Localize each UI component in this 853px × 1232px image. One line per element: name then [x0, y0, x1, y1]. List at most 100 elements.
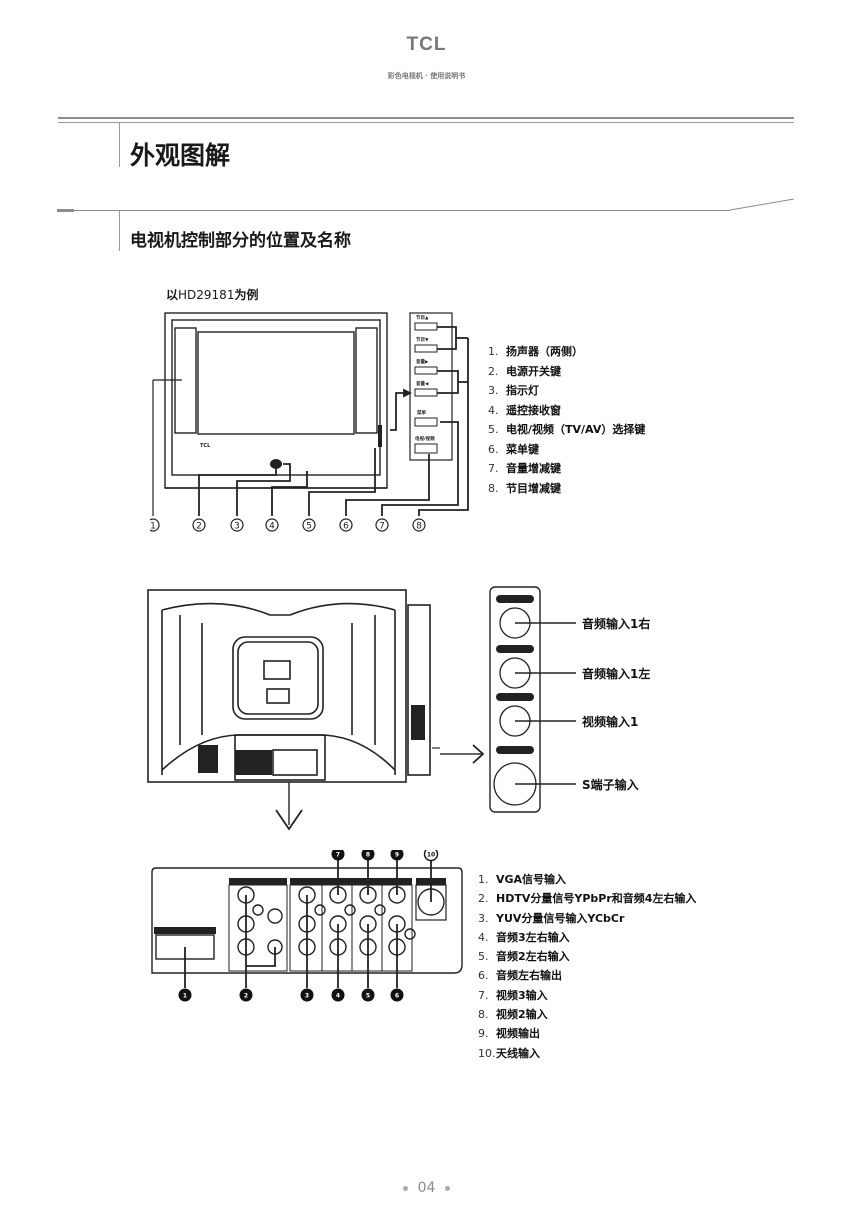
list-item: 4.音频3左右输入: [478, 930, 570, 944]
list-item: 10.天线输入: [478, 1046, 540, 1060]
svg-text:2: 2: [196, 522, 202, 532]
list-item: 5.音频2左右输入: [478, 950, 570, 964]
panel-btn-label: 音量▶: [416, 358, 429, 365]
rear-terminal-block: [272, 749, 318, 776]
list-item: 2.HDTV分量信号YPbPr和音频4左右输入: [478, 892, 697, 906]
front-parts-list: 1.扬声器（两侧） 2.电源开关键 3.指示灯 4.遥控接收窗 5.电视/视频（…: [488, 342, 645, 498]
panel-btn-label: 菜单: [416, 409, 426, 416]
front-tv-diagram: TCL 节目▲ 节目▼ 音量▶ 音量◀ 菜单 电视/视频: [150, 312, 469, 532]
side-av-panel: [489, 586, 548, 813]
callout-7: 7: [375, 518, 389, 532]
rear-callout-8: 8: [361, 850, 375, 861]
right-speaker: [355, 327, 378, 434]
page-dot-right: [445, 1185, 451, 1191]
svg-text:10: 10: [427, 852, 435, 859]
list-item: 1.VGA信号输入: [478, 873, 567, 886]
list-item: 7.视频3输入: [478, 988, 548, 1002]
callout-1: 1: [150, 518, 160, 532]
panel-btn-label: 节目▼: [416, 336, 429, 343]
list-item: 9.视频输出: [478, 1027, 540, 1041]
svg-text:6: 6: [343, 522, 349, 532]
svg-text:8: 8: [366, 852, 370, 859]
list-item: 3.YUV分量信号输入YCbCr: [478, 911, 625, 925]
example-prefix: 以: [166, 288, 179, 302]
section-rule-accent: [57, 209, 74, 212]
page-number: 04: [0, 1180, 853, 1196]
panel-btn-label: 电视/视频: [415, 435, 435, 442]
svg-text:5: 5: [366, 993, 370, 1000]
title-accent-bar: [119, 123, 120, 167]
rear-callout-10: 10: [423, 850, 439, 862]
side-label-audio-in-1-left: 音频输入1左: [582, 667, 651, 681]
svg-text:3: 3: [234, 522, 240, 532]
svg-text:8: 8: [416, 522, 422, 532]
manual-subtitle: 彩色电视机 · 使用说明书: [387, 72, 466, 80]
side-label-audio-in-1-right: 音频输入1右: [582, 617, 651, 631]
rear-callout-1: 1: [178, 988, 192, 1002]
example-suffix: 为例: [234, 288, 259, 302]
rear-callout-9: 9: [390, 850, 404, 861]
section-subtitle: 电视机控制部分的位置及名称: [130, 231, 351, 251]
rca-jacks: [237, 886, 416, 956]
page-dot-left: [402, 1185, 408, 1191]
rear-callout-3: 3: [300, 988, 314, 1002]
rear-terminal-diagram: 1 2 3 4 5 6 7 8 9 10: [151, 850, 463, 1002]
callout-3: 3: [230, 518, 244, 532]
header-rule-thin: [58, 122, 794, 123]
page-number-text: 04: [417, 1180, 436, 1196]
callout-5: 5: [302, 518, 316, 532]
rear-cabinet: [147, 589, 407, 783]
side-label-video-in-1: 视频输入1: [582, 715, 639, 729]
list-item: 2.电源开关键: [488, 364, 561, 378]
callout-6: 6: [339, 518, 353, 532]
svg-text:9: 9: [395, 852, 399, 859]
example-model: HD29181: [178, 288, 235, 302]
list-item: 8.节目增减键: [488, 481, 561, 495]
svg-text:2: 2: [244, 993, 248, 1000]
svg-text:6: 6: [395, 993, 399, 1000]
list-item: 6.菜单键: [488, 442, 539, 456]
panel-btn-label: 节目▲: [416, 314, 429, 321]
svg-text:7: 7: [336, 852, 340, 859]
svg-text:5: 5: [306, 522, 312, 532]
callout-2: 2: [192, 518, 206, 532]
svg-text:7: 7: [379, 522, 385, 532]
down-arrow-icon: [275, 809, 303, 831]
rear-stand-frame: [232, 636, 324, 720]
svg-text:1: 1: [150, 522, 156, 532]
list-item: 4.遥控接收窗: [488, 403, 561, 417]
panel-btn-label: 音量◀: [416, 380, 429, 387]
page-title: 外观图解: [130, 141, 231, 170]
control-panel: [409, 312, 453, 461]
svg-text:4: 4: [269, 522, 275, 532]
svg-text:3: 3: [305, 993, 309, 1000]
front-callouts: 1 2 3 4 5 6 7 8: [150, 518, 426, 532]
svg-text:TCL: TCL: [200, 443, 211, 449]
rear-callout-2: 2: [239, 988, 253, 1002]
model-example-caption: 以HD29181为例: [166, 286, 258, 303]
list-item: 8.视频2输入: [478, 1008, 548, 1022]
rear-terminals-list: 1.VGA信号输入 2.HDTV分量信号YPbPr和音频4左右输入 3.YUV分…: [478, 870, 696, 1063]
rear-callout-5: 5: [361, 988, 375, 1002]
subtitle-accent-bar: [119, 211, 120, 251]
rear-callout-4: 4: [331, 988, 345, 1002]
list-item: 5.电视/视频（TV/AV）选择键: [488, 423, 646, 436]
header-rule: [58, 117, 794, 119]
tv-screen: [197, 331, 355, 435]
list-item: 1.扬声器（两侧）: [488, 345, 583, 358]
rear-callout-7: 7: [331, 850, 345, 861]
svg-text:1: 1: [183, 993, 187, 1000]
list-item: 7.音量增减键: [488, 462, 561, 475]
callout-8: 8: [412, 518, 426, 532]
list-item: 6.音频左右输出: [478, 969, 562, 983]
terminal-board: [151, 867, 463, 974]
rear-tv-diagram: [147, 589, 440, 831]
power-button: [270, 459, 282, 469]
rear-callout-6: 6: [390, 988, 404, 1002]
side-profile: [407, 604, 431, 776]
rear-callouts: 1 2 3 4 5 6 7 8 9 10: [178, 850, 439, 1002]
side-leader-lines: [548, 622, 576, 785]
side-label-s-video-in: S端子输入: [582, 778, 639, 792]
front-mini-buttons: [378, 425, 382, 447]
right-arrow-icon: [440, 744, 485, 764]
